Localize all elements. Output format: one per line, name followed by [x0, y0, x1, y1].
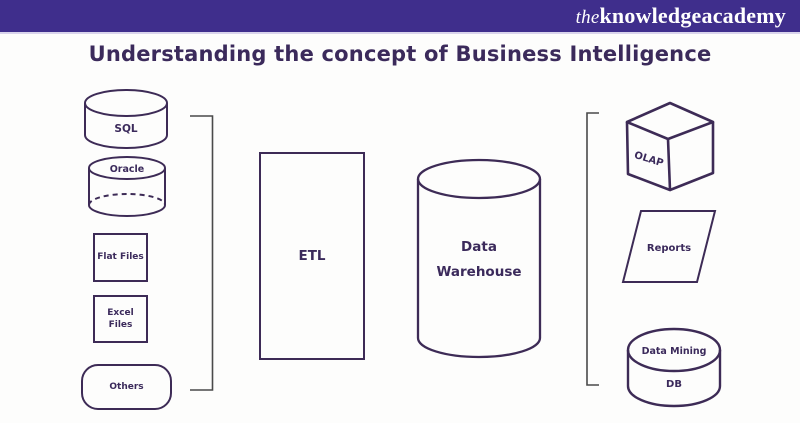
olap-label: OLAP [633, 150, 665, 169]
oracle-cylinder-shape: Oracle [88, 156, 167, 217]
flat-files-label: Flat Files [97, 252, 144, 263]
data-warehouse-cylinder: Data Warehouse [416, 158, 542, 359]
logo-academy: academy [701, 3, 786, 28]
etl-label: ETL [298, 247, 326, 264]
olap-cube-shape: OLAP [625, 101, 715, 192]
reports-parallelogram: Reports [621, 210, 717, 283]
etl-box: ETL [259, 152, 365, 360]
others-label: Others [109, 381, 144, 392]
header-bar: theknowledgeacademy [0, 0, 800, 34]
data-mining-cylinder: Data Mining DB [626, 327, 722, 408]
data-mining-label: Data Mining [642, 346, 707, 357]
knowledge-academy-logo: theknowledgeacademy [575, 3, 786, 28]
db-label: DB [666, 379, 682, 390]
reports-label: Reports [647, 243, 691, 254]
others-box: Others [81, 364, 172, 410]
oracle-label: Oracle [110, 164, 145, 175]
logo-the: the [575, 7, 600, 28]
flat-files-box: Flat Files [93, 233, 148, 282]
page-title: Understanding the concept of Business In… [88, 42, 712, 66]
left-bracket [190, 115, 214, 391]
right-bracket [586, 112, 599, 386]
warehouse-label-line2: Warehouse [436, 264, 521, 280]
sql-label: SQL [114, 123, 137, 135]
sql-cylinder-shape: SQL [84, 89, 169, 149]
logo-knowledge: knowledge [599, 3, 702, 28]
warehouse-label-line1: Data [461, 239, 497, 255]
